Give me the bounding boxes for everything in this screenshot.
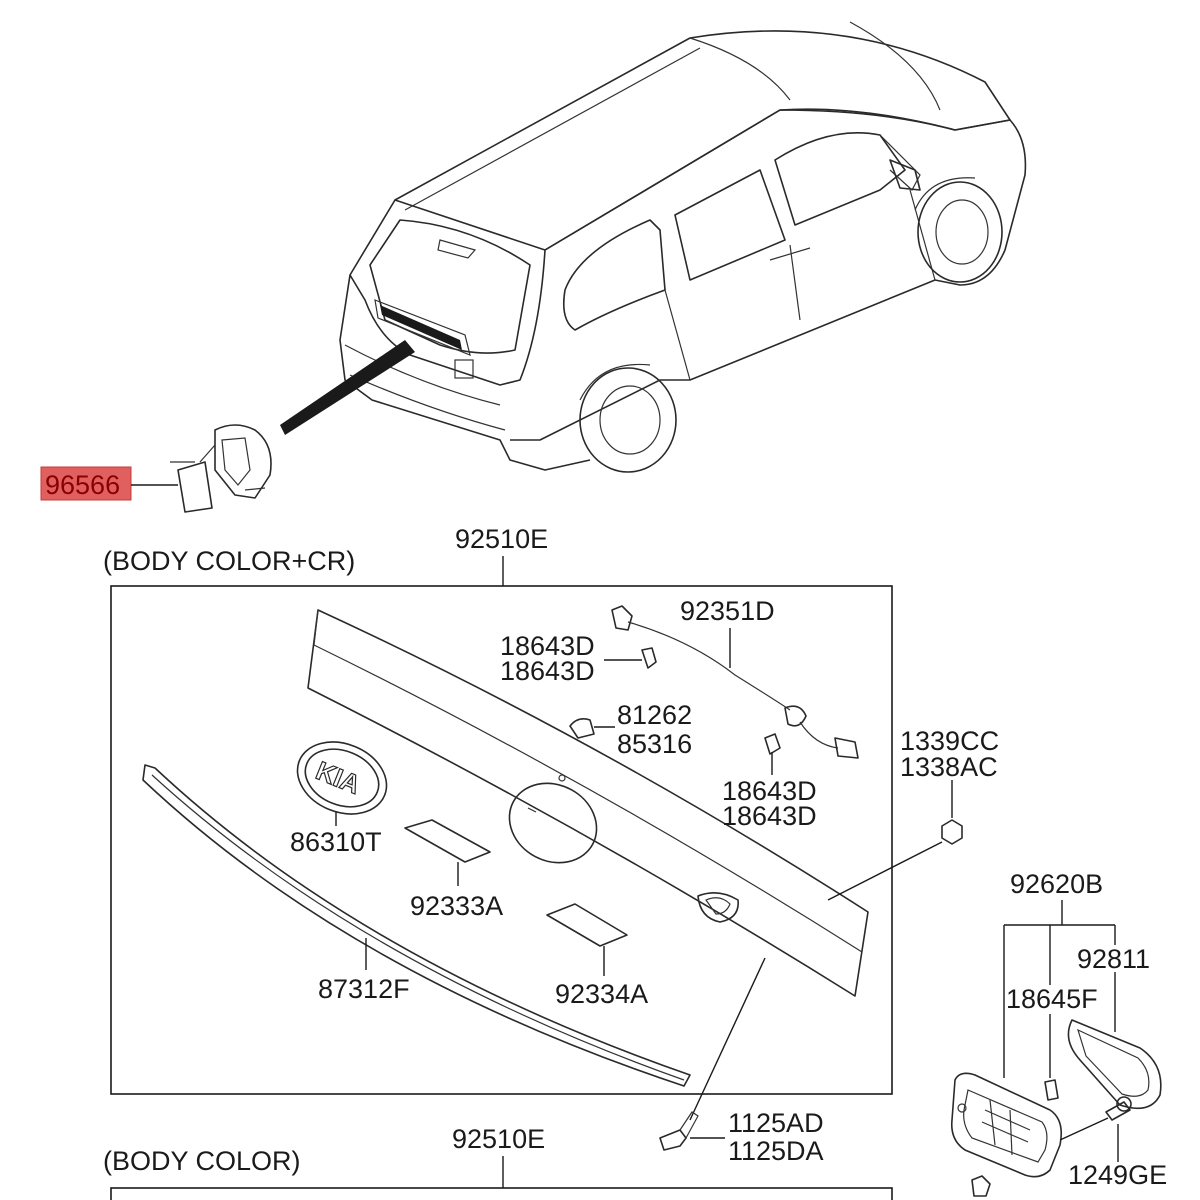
label-81262[interactable]: 81262 — [617, 700, 692, 730]
label-18643D-b1[interactable]: 18643D — [722, 776, 817, 806]
label-1125AD[interactable]: 1125AD — [728, 1108, 824, 1138]
screw-1249GE — [1105, 1101, 1131, 1121]
label-18643D-a1[interactable]: 18643D — [500, 631, 595, 661]
group1-variant-label: (BODY COLOR+CR) — [103, 546, 355, 576]
highlight-box — [40, 466, 132, 501]
lamp-housing — [950, 1072, 1063, 1178]
group2-box — [110, 1187, 893, 1200]
part-96566 — [170, 424, 272, 513]
lens-92811 — [1067, 1019, 1162, 1110]
socket-81262 — [569, 718, 595, 739]
clip-18643D-lower — [764, 733, 781, 755]
label-1249GE[interactable]: 1249GE — [1068, 1160, 1167, 1190]
group2-variant-label: (BODY COLOR) — [103, 1146, 301, 1176]
label-92620B[interactable]: 92620B — [1010, 869, 1103, 899]
svg-text:KIA: KIA — [312, 755, 365, 800]
label-1125DA[interactable]: 1125DA — [728, 1136, 824, 1166]
screw-1125AD — [659, 1129, 687, 1151]
label-87312F[interactable]: 87312F — [318, 974, 410, 1004]
label-85316[interactable]: 85316 — [617, 729, 692, 759]
garnish-panel — [307, 609, 869, 997]
wiring-92351D — [611, 605, 859, 759]
label-86310T[interactable]: 86310T — [290, 827, 382, 857]
tape-92333A — [404, 819, 491, 863]
clip-18643D-upper — [641, 647, 657, 669]
label-1338AC[interactable]: 1338AC — [900, 752, 998, 782]
label-92334A[interactable]: 92334A — [555, 979, 648, 1009]
vehicle-illustration — [339, 21, 1027, 473]
label-18643D-b2[interactable]: 18643D — [722, 801, 817, 831]
label-92811[interactable]: 92811 — [1077, 944, 1150, 974]
label-1339CC[interactable]: 1339CC — [900, 726, 999, 756]
group1-box — [110, 585, 893, 1095]
tape-92334A — [546, 903, 628, 947]
label-92333A[interactable]: 92333A — [410, 891, 503, 921]
nut-1339CC — [941, 819, 963, 845]
label-18643D-a2[interactable]: 18643D — [500, 656, 595, 686]
label-18645F[interactable]: 18645F — [1006, 984, 1098, 1014]
label-96566[interactable]: 96566 — [45, 470, 120, 500]
group2-part-number[interactable]: 92510E — [452, 1124, 545, 1154]
pointer-arrow — [280, 340, 415, 435]
bulb-18645F — [1044, 1079, 1059, 1101]
kia-emblem: KIA — [296, 741, 388, 815]
group1-part-number[interactable]: 92510E — [455, 524, 548, 554]
molding-87312F — [142, 764, 691, 1087]
label-92351D[interactable]: 92351D — [680, 596, 775, 626]
